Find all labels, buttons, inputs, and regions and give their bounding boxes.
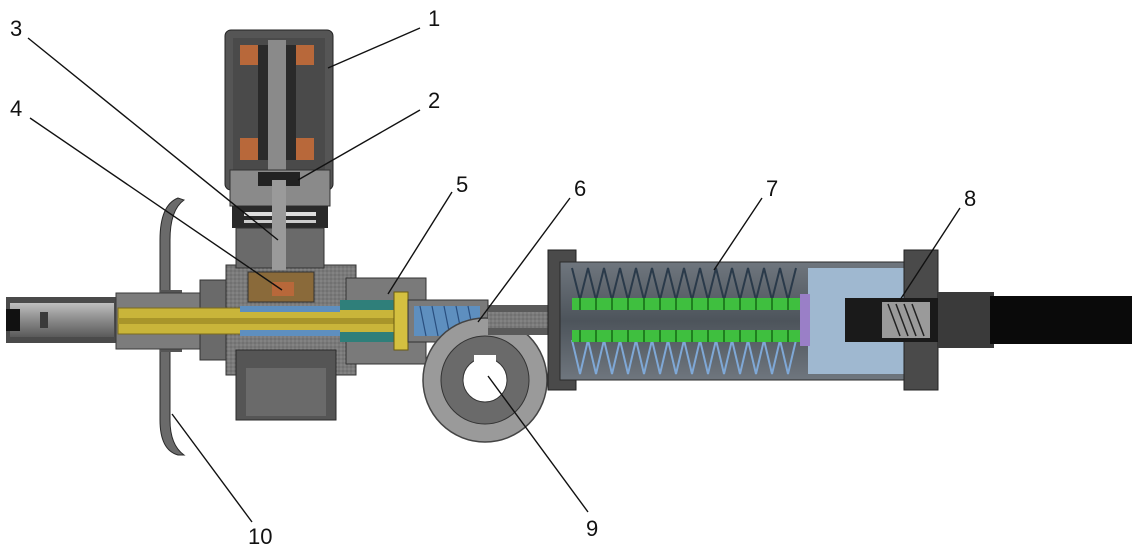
lower-housing (235, 349, 337, 421)
spring-spacers (572, 298, 800, 342)
callout-9: 9 (586, 516, 598, 541)
leader-2 (297, 109, 421, 181)
leader-7 (713, 197, 763, 271)
leader-1 (327, 27, 421, 69)
spring-coils-top (571, 267, 797, 301)
callout-8: 8 (964, 186, 976, 211)
leader-9 (487, 375, 589, 513)
callout-4: 4 (10, 96, 22, 121)
leader-5 (387, 191, 453, 295)
lead-screw (117, 291, 409, 351)
callout-6: 6 (574, 176, 586, 201)
side-worm-wheel (422, 317, 548, 443)
callout-2: 2 (428, 88, 440, 113)
leader-10 (171, 413, 253, 523)
right-rod-damper (845, 292, 1132, 348)
coupling-section (229, 169, 331, 270)
motor-housing (224, 29, 334, 191)
worm-gear (247, 271, 315, 303)
leader-8 (899, 207, 961, 301)
left-shaft (6, 297, 118, 343)
leader-lines (27, 27, 961, 523)
callout-labels: 1 2 3 4 5 6 7 8 9 10 (10, 6, 976, 546)
callout-10: 10 (248, 524, 272, 546)
leader-6 (477, 197, 571, 323)
callout-5: 5 (456, 172, 468, 197)
callout-3: 3 (10, 16, 22, 41)
callout-7: 7 (766, 176, 778, 201)
leader-3 (27, 37, 279, 241)
leader-4 (29, 117, 283, 291)
callout-1: 1 (428, 6, 440, 31)
